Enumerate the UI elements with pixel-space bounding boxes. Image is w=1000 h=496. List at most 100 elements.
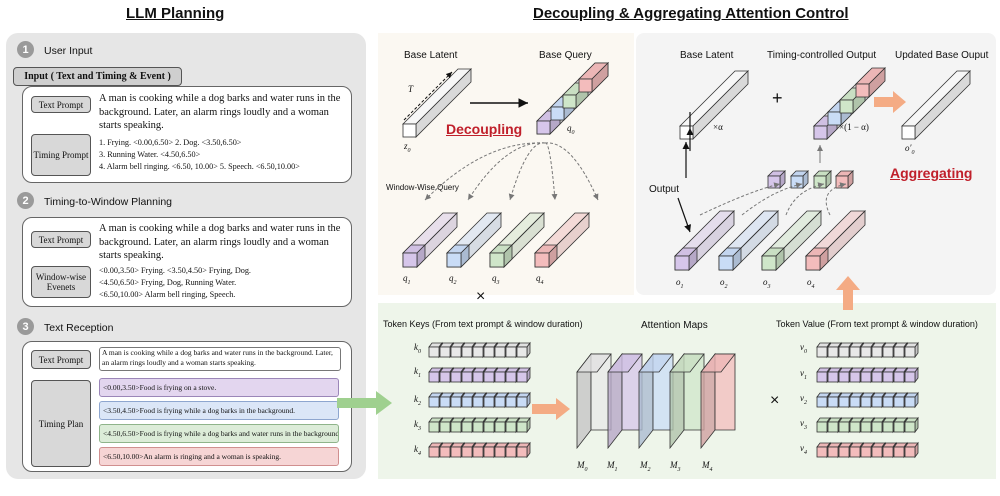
value-row-4-cell1-front	[827, 446, 839, 458]
timing-output-green-front	[839, 99, 854, 114]
output-arc-1	[741, 182, 803, 216]
base-query-blue-front	[550, 106, 565, 121]
times-symbol-2: ×	[770, 392, 780, 409]
decoupling-title: Decoupling	[446, 121, 523, 137]
left-header: LLM Planning	[126, 5, 225, 22]
t-label: T	[408, 84, 414, 94]
k4-label: k4	[414, 444, 421, 457]
window-query-label: Window-Wise Query	[386, 183, 459, 192]
value-row-2-cell6-front	[882, 396, 894, 408]
o0-prime-label: o′0	[905, 143, 915, 156]
key-row-4-cell3-front	[461, 446, 473, 458]
value-row-0-cell6-front	[882, 346, 894, 358]
value-row-3-cell8-front	[904, 421, 916, 433]
attention-map-4-top	[700, 353, 736, 373]
v0-label: v0	[800, 342, 807, 355]
o3-label: o3	[763, 277, 771, 290]
text-prompt-2: A man is cooking while a dog barks and w…	[99, 223, 341, 261]
value-row-4-cell7-front	[893, 446, 905, 458]
v2-label: v2	[800, 393, 807, 406]
value-row-3-cell4-front	[860, 421, 872, 433]
text-prompt-3-box	[99, 347, 341, 371]
key-row-4-cell4-front	[472, 446, 484, 458]
key-row-2-cell8-front	[516, 396, 528, 408]
key-row-0-cell2-front	[450, 346, 462, 358]
step-1-title: User Input	[44, 45, 93, 57]
key-row-1-cell5-front	[483, 371, 495, 383]
timing-prompt-tag: Timing Prompt	[31, 134, 91, 176]
key-row-0-cell5-front	[483, 346, 495, 358]
window-query-2-cap-front	[446, 252, 462, 268]
window-events-tag: Window-wise Evenets	[31, 266, 91, 298]
timing-line-3: 4. Alarm bell ringing. <6.50, 10.00> 5. …	[99, 162, 300, 171]
value-row-1-cell4-front	[860, 371, 872, 383]
key-row-1-cell3-front	[461, 371, 473, 383]
output-block-1-cap-front	[674, 255, 690, 271]
v4-label: v4	[800, 443, 807, 456]
text-prompt-tag-2: Text Prompt	[31, 231, 91, 248]
step-1-badge: 1	[17, 41, 34, 58]
value-row-0-cell0-front	[816, 346, 828, 358]
token-value-label: Token Value (From text prompt & window d…	[776, 319, 978, 329]
v1-label: v1	[800, 368, 807, 381]
o1-label: o1	[676, 277, 684, 290]
k2-label: k2	[414, 394, 421, 407]
key-row-4-cell6-front	[494, 446, 506, 458]
value-row-2-cell2-front	[838, 396, 850, 408]
base-latent-label: Base Latent	[404, 50, 458, 61]
key-row-2-cell5-front	[483, 396, 495, 408]
base-query-purple-front	[536, 120, 551, 135]
base-query-red-front	[578, 78, 593, 93]
value-row-3-cell2-front	[838, 421, 850, 433]
value-row-2-cell5-front	[871, 396, 883, 408]
key-row-4-cell7-front	[505, 446, 517, 458]
output-arc-3	[825, 182, 847, 216]
key-row-0-cell1-front	[439, 346, 451, 358]
output-block-4-cap-front	[805, 255, 821, 271]
query-arc-2	[508, 142, 546, 201]
alpha-label: ×α	[713, 122, 723, 132]
value-row-3-cell6-front	[882, 421, 894, 433]
q3-label: q3	[492, 273, 500, 286]
timing-output-purple-front	[813, 125, 828, 140]
key-row-1-cell1-front	[439, 371, 451, 383]
times-symbol-1: ×	[476, 288, 486, 305]
value-row-4-cell8-front	[904, 446, 916, 458]
text-to-keys-arrow	[337, 391, 392, 415]
output-arrow-to-o1	[677, 197, 691, 233]
value-row-2-cell0-front	[816, 396, 828, 408]
value-row-1-cell7-front	[893, 371, 905, 383]
value-row-4-cell4-front	[860, 446, 872, 458]
key-row-2-cell6-front	[494, 396, 506, 408]
value-row-3-cell3-front	[849, 421, 861, 433]
key-row-3-cell2-front	[450, 421, 462, 433]
m0-label: M0	[577, 460, 588, 473]
query-arc-3	[544, 142, 558, 201]
q0-label: q0	[567, 123, 575, 136]
key-row-3-cell4-front	[472, 421, 484, 433]
key-row-3-cell7-front	[505, 421, 517, 433]
key-row-1-cell6-front	[494, 371, 506, 383]
timing-output-label: Timing-controlled Output	[767, 50, 877, 61]
timing-plan-4: <6.50,10.00>An alarm is ringing and a wo…	[99, 447, 339, 466]
window-line-1: <0.00,3.50> Frying. <3.50,4.50> Frying, …	[99, 266, 251, 275]
value-row-3-cell5-front	[871, 421, 883, 433]
key-row-2-cell4-front	[472, 396, 484, 408]
aggregate-arrow	[874, 91, 906, 113]
timing-line-1: 1. Frying. <0.00,6.50> 2. Dog. <3.50,6.5…	[99, 138, 242, 147]
key-row-4-cell8-front	[516, 446, 528, 458]
value-row-4-cell5-front	[871, 446, 883, 458]
key-row-2-cell2-front	[450, 396, 462, 408]
q2-label: q2	[449, 273, 457, 286]
attention-map-3-top	[669, 353, 705, 373]
output-arc-0	[699, 182, 781, 216]
text-prompt: A man is cooking while a dog barks and w…	[99, 93, 341, 131]
value-row-1-cell1-front	[827, 371, 839, 383]
value-row-0-cell3-front	[849, 346, 861, 358]
attention-map-0-top	[576, 353, 612, 373]
timing-output-blue-front	[827, 111, 842, 126]
agg-cube-blue-front	[790, 175, 804, 189]
value-row-4-cell0-front	[816, 446, 828, 458]
token-keys-label: Token Keys (From text prompt & window du…	[383, 319, 583, 329]
base-query-label: Base Query	[539, 50, 592, 61]
